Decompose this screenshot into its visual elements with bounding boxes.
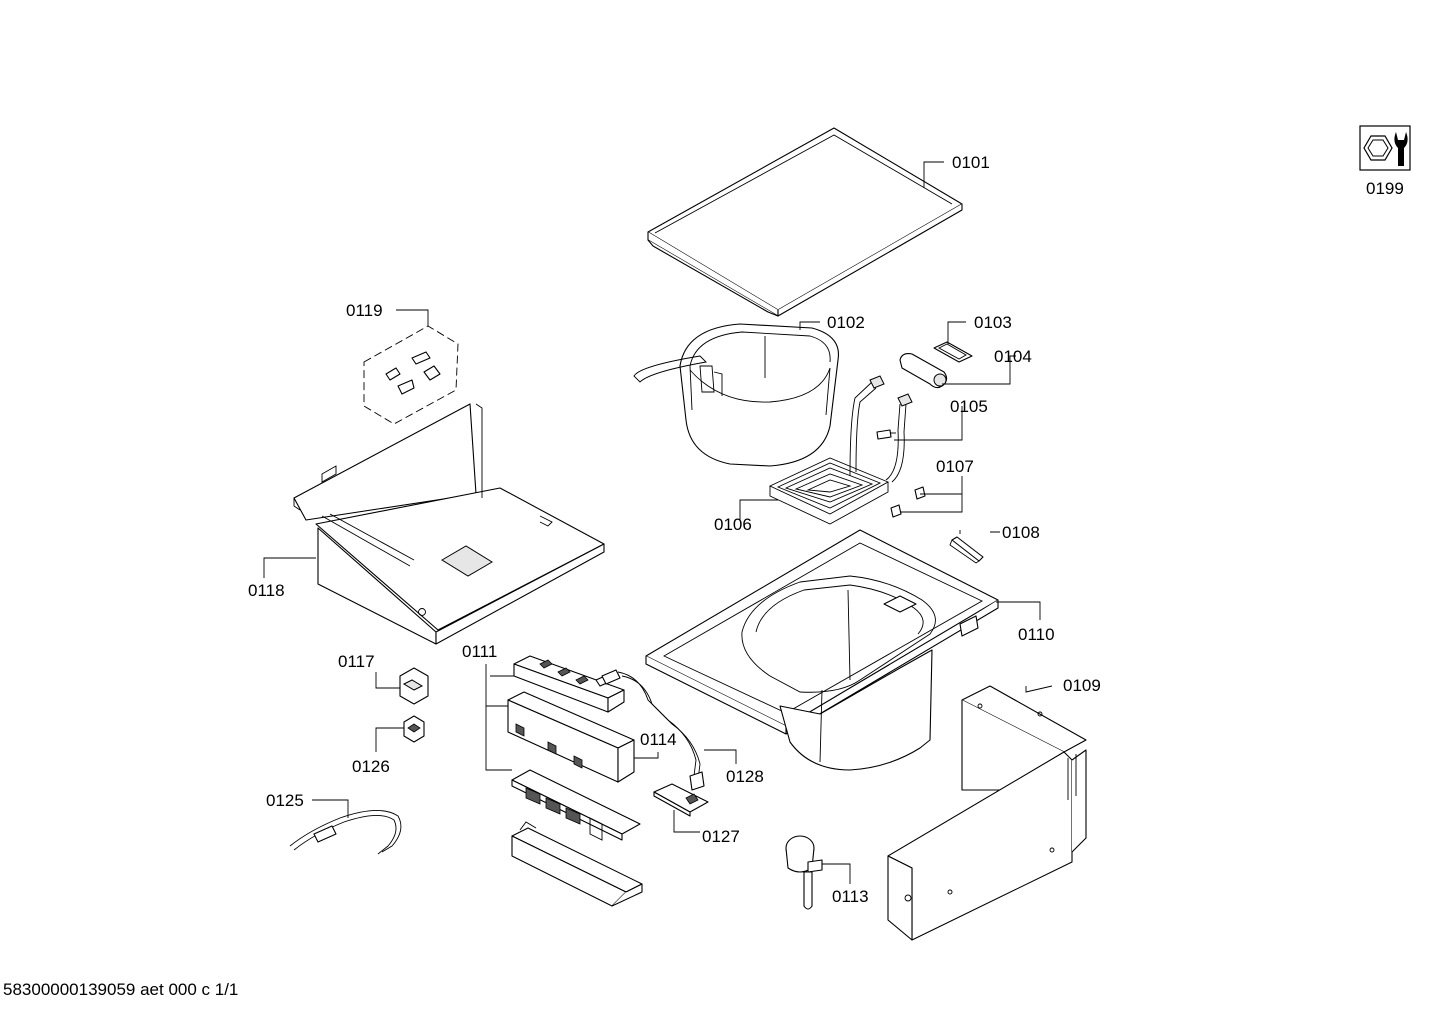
label-0109: 0109: [1063, 676, 1101, 695]
label-0119: 0119: [346, 301, 383, 320]
label-0199: 0199: [1366, 179, 1404, 198]
label-0125: 0125: [266, 791, 304, 810]
part-0108: [949, 536, 984, 564]
label-0101: 0101: [952, 153, 990, 172]
part-0114-housing: [507, 691, 635, 783]
label-0108: 0108: [1002, 523, 1040, 542]
drawing-footer-code: 58300000139059 aet 000 c 1/1: [3, 980, 239, 999]
part-circuit-board: [511, 769, 641, 841]
part-0118-frame: [293, 403, 605, 645]
label-0107: 0107: [936, 457, 974, 476]
label-0105: 0105: [950, 397, 988, 416]
part-0110-tub: [645, 529, 999, 771]
wrench-nut-icon: [1359, 125, 1411, 171]
part-0113-valve: [785, 835, 823, 910]
label-0102: 0102: [827, 313, 865, 332]
part-0102-basket: [633, 323, 840, 467]
label-0103: 0103: [974, 313, 1012, 332]
label-0126: 0126: [352, 757, 390, 776]
leader-lines: [263, 161, 1053, 884]
label-0127: 0127: [702, 827, 740, 846]
label-0111: 0111: [462, 642, 497, 661]
part-0101-lid: [647, 127, 963, 317]
part-0107: [890, 486, 926, 518]
part-0106-heating-element: [768, 375, 913, 525]
part-0105: [876, 429, 896, 440]
label-0113: 0113: [832, 887, 869, 906]
part-0103: [933, 341, 973, 363]
label-0128: 0128: [726, 767, 764, 786]
part-0125-wire: [289, 810, 402, 855]
label-0104: 0104: [994, 347, 1032, 366]
part-0117: [399, 667, 429, 705]
label-0118: 0118: [248, 581, 285, 600]
label-0117: 0117: [338, 652, 375, 671]
label-0114: 0114: [640, 730, 677, 749]
part-0119-clips: [363, 325, 459, 425]
label-0110: 0110: [1018, 625, 1055, 644]
part-0111-control-panel: [513, 655, 625, 713]
part-0128-cable: [601, 669, 705, 791]
callout-labels: 0101 0102 0103 0104 0105 0106 0107 0108 …: [248, 153, 1404, 906]
part-0109-side-cover: [887, 685, 1087, 941]
part-0127-board: [653, 783, 709, 817]
part-cover-strip: [511, 821, 643, 907]
part-0126: [403, 715, 425, 743]
part-0104: [899, 353, 948, 389]
label-0106: 0106: [714, 515, 752, 534]
